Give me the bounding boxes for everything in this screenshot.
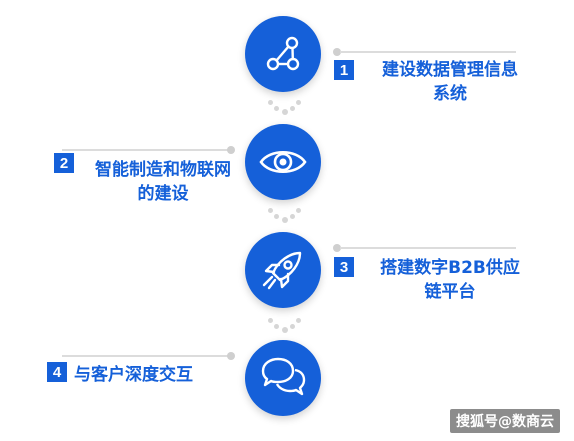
connector-knob (227, 352, 235, 360)
step-label-2: 智能制造和物联网 的建设 (78, 158, 248, 206)
connector-line (62, 355, 230, 357)
step-number-3: 3 (334, 257, 354, 277)
dot-connector (264, 206, 304, 230)
step-label-1: 建设数据管理信息 系统 (360, 58, 540, 106)
connector-line (340, 51, 516, 53)
step-label-3-line1: 搭建数字B2B供应 (380, 258, 520, 278)
connector-line (340, 247, 516, 249)
connector-knob (227, 146, 235, 154)
step-label-1-line2: 系统 (433, 84, 467, 104)
connector-knob (333, 244, 341, 252)
step-label-1-line1: 建设数据管理信息 (382, 60, 518, 80)
step-label-2-line2: 的建设 (137, 184, 189, 204)
chat-bubbles-icon (245, 340, 321, 416)
step-number-2: 2 (54, 153, 74, 173)
rocket-icon (245, 232, 321, 308)
connector-line (62, 149, 230, 151)
step-number-4: 4 (47, 362, 67, 382)
dot-connector (264, 316, 304, 340)
step-label-4: 与客户深度交互 (74, 363, 244, 387)
step-number-1: 1 (334, 60, 354, 80)
eye-icon (245, 124, 321, 200)
step-label-3-line2: 链平台 (424, 282, 476, 302)
step-label-4-line1: 与客户深度交互 (74, 365, 193, 385)
network-nodes-icon (245, 16, 321, 92)
connector-knob (333, 48, 341, 56)
step-label-3: 搭建数字B2B供应 链平台 (360, 256, 540, 304)
dot-connector (264, 98, 304, 122)
watermark: 搜狐号@数商云 (450, 409, 560, 433)
step-label-2-line1: 智能制造和物联网 (95, 160, 231, 180)
